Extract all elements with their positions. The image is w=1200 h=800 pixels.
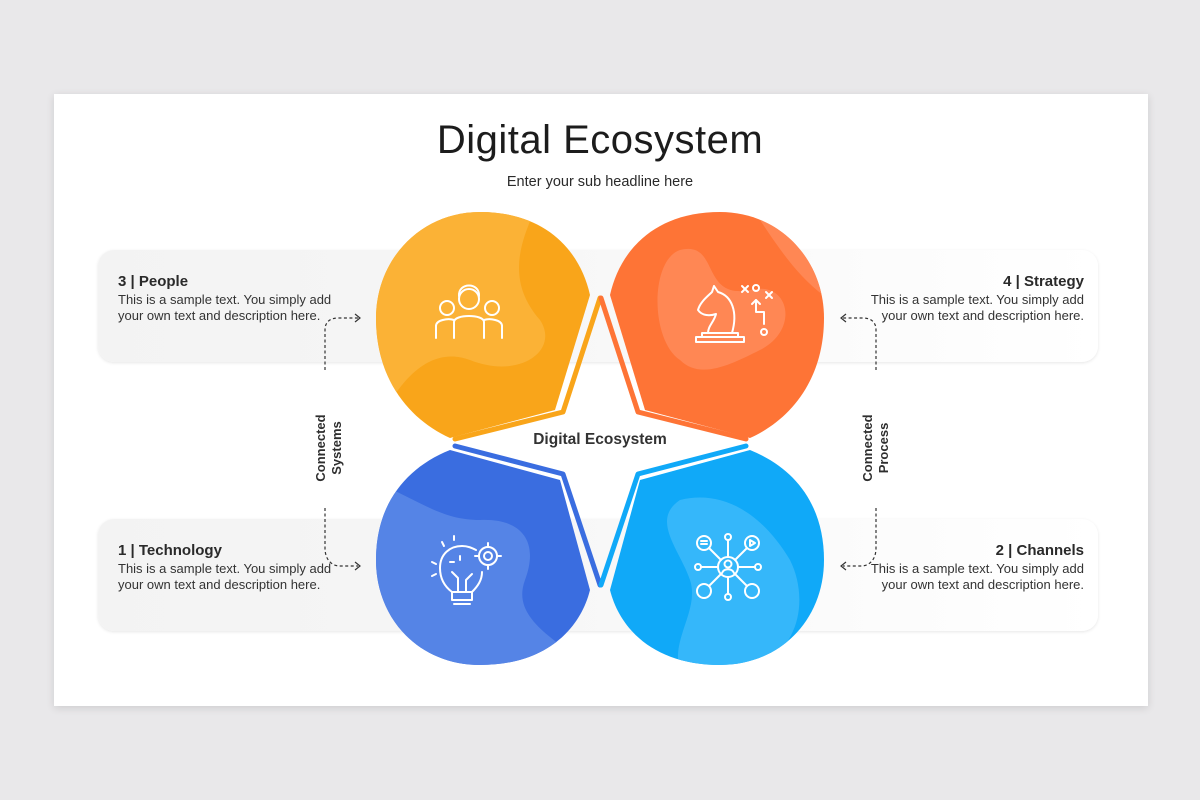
center-star-outline [452, 295, 749, 588]
connected-process-line1: Connected [860, 414, 875, 482]
card-strategy-heading: 4 | Strategy [1003, 273, 1084, 290]
petal-people [376, 212, 590, 438]
connected-systems-label: Connected Systems [313, 388, 345, 508]
connected-process-line2: Process [876, 422, 891, 474]
connected-process-label: Connected Process [860, 388, 892, 508]
card-people-heading: 3 | People [118, 273, 189, 290]
card-technology-heading: 1 | Technology [118, 542, 222, 559]
connector-arrows [324, 317, 877, 567]
card-channels-heading: 2 | Channels [995, 542, 1084, 559]
petal-channels [610, 450, 824, 665]
card-people-description: This is a sample text. You simply add yo… [118, 291, 332, 324]
arrow-head-icon [840, 561, 847, 571]
chess-knight-strategy-icon [695, 284, 773, 343]
slide-title: Digital Ecosystem [436, 118, 764, 162]
petal-technology [376, 450, 590, 665]
card-channels-text: 2 | Channels This is a sample text. You … [864, 542, 1084, 594]
arrow-head-icon [354, 313, 361, 323]
petal-strategy [610, 212, 824, 438]
card-technology-text: 1 | Technology This is a sample text. Yo… [118, 542, 338, 594]
arrow-head-icon [354, 561, 361, 571]
card-people-text: 3 | People This is a sample text. You si… [118, 273, 338, 325]
center-label: Digital Ecosystem [533, 431, 667, 448]
connected-systems-line2: Systems [329, 421, 344, 475]
card-strategy-description: This is a sample text. You simply add yo… [870, 291, 1084, 324]
slide-subtitle: Enter your sub headline here [506, 174, 694, 190]
card-technology-description: This is a sample text. You simply add yo… [118, 560, 332, 593]
lightbulb-gear-icon [431, 535, 502, 605]
network-channels-icon [694, 533, 762, 601]
connected-systems-line1: Connected [313, 414, 328, 482]
card-strategy-text: 4 | Strategy This is a sample text. You … [864, 273, 1084, 325]
people-group-icon [435, 284, 503, 339]
card-channels-description: This is a sample text. You simply add yo… [870, 560, 1084, 593]
arrow-head-icon [840, 313, 847, 323]
